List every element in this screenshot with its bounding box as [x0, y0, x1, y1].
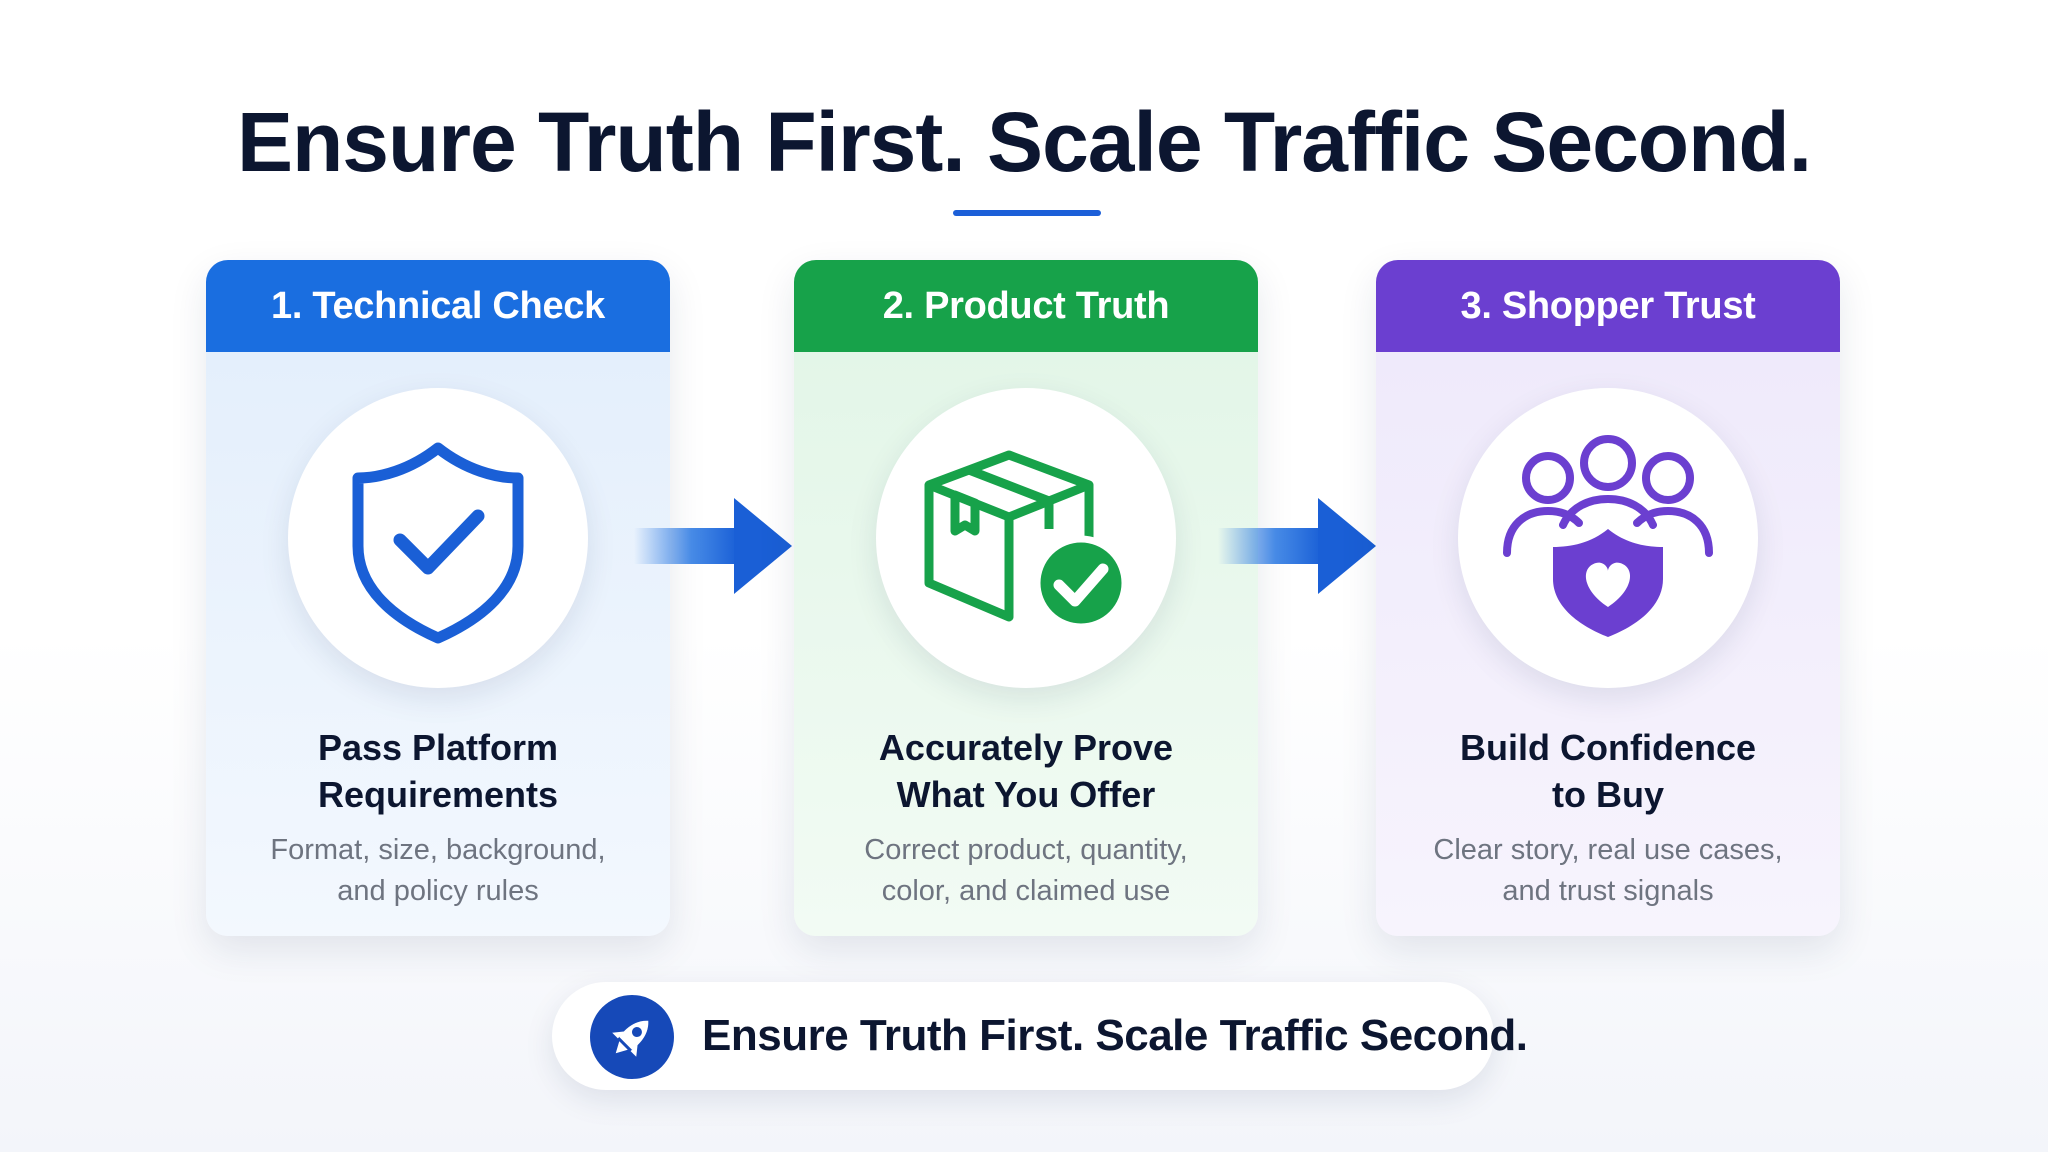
- step-description: Clear story, real use cases, and trust s…: [1433, 834, 1783, 907]
- step-title: Build Confidence to Buy: [1460, 727, 1756, 815]
- rocket-icon: [612, 1020, 649, 1057]
- footer-banner: Ensure Truth First. Scale Traffic Second…: [552, 982, 1528, 1090]
- arrow-right-icon: [634, 498, 792, 594]
- step-card-product-truth: 2. Product Truth Accurately Prove What Y…: [794, 260, 1258, 936]
- footer-text: Ensure Truth First. Scale Traffic Second…: [702, 1011, 1528, 1060]
- shield-check-icon: [352, 442, 524, 644]
- icon-circle: [1458, 388, 1758, 688]
- step-title: Pass Platform Requirements: [317, 727, 559, 815]
- step-description: Format, size, background, and policy rul…: [270, 834, 606, 907]
- step-card-shopper-trust: 3. Shopper Trust Build Confidence to Buy: [1376, 260, 1840, 936]
- step-header: 1. Technical Check: [206, 260, 670, 352]
- step-description: Correct product, quantity, color, and cl…: [864, 834, 1188, 907]
- rocket-badge: [590, 995, 674, 1079]
- step-header: 3. Shopper Trust: [1376, 260, 1840, 352]
- box-check-icon: [924, 450, 1129, 631]
- step-header: 2. Product Truth: [794, 260, 1258, 352]
- title-underline: [953, 210, 1101, 216]
- page-title: Ensure Truth First. Scale Traffic Second…: [236, 95, 1812, 189]
- step-card-technical-check: 1. Technical Check Pass Platform Require…: [206, 260, 670, 936]
- step-title: Accurately Prove What You Offer: [878, 727, 1174, 815]
- arrow-right-icon: [1218, 498, 1376, 594]
- people-heart-shield-icon: [1503, 435, 1713, 637]
- icon-circle: [876, 388, 1176, 688]
- icon-circle: [288, 388, 588, 688]
